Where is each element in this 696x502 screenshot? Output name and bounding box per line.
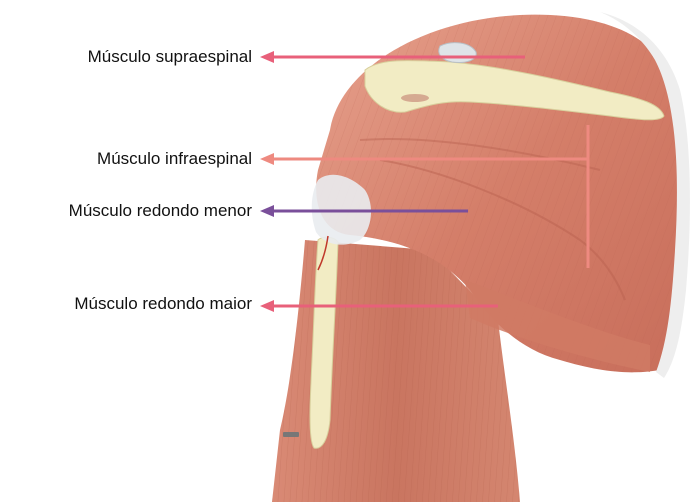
label-supraespinal: Músculo supraespinal	[88, 47, 252, 67]
label-redondo-maior: Músculo redondo maior	[74, 294, 252, 314]
label-redondo-menor: Músculo redondo menor	[69, 201, 252, 221]
label-infraespinal: Músculo infraespinal	[97, 149, 252, 169]
